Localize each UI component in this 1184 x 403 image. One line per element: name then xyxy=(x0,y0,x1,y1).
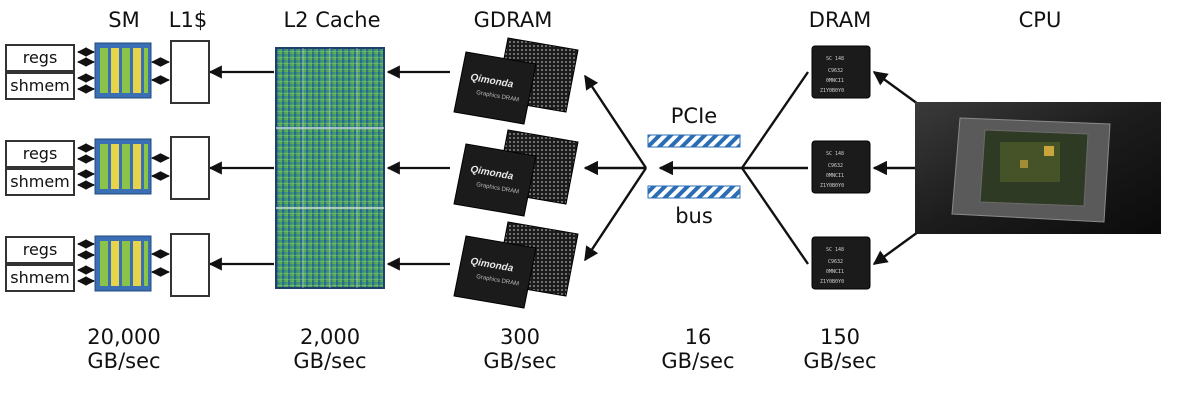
bus-label: bus xyxy=(675,204,713,228)
bandwidth-pcie-value: 16 xyxy=(684,325,712,349)
dram3-l3: Z1Y0B0Y0 xyxy=(820,279,844,285)
bandwidth-dram-value: 150 xyxy=(819,325,861,349)
bandwidth-l2: 2,000 GB/sec xyxy=(260,325,400,373)
pcie-bus-bottom-bar xyxy=(647,185,741,199)
dram3-l1: C9632 xyxy=(828,259,843,265)
gdram-chip-2 xyxy=(453,129,579,217)
dram1-l3: Z1Y0B0Y0 xyxy=(820,88,844,94)
header-l2-cache: L2 Cache xyxy=(283,8,381,32)
cpu-dram-arrows xyxy=(872,71,919,265)
bandwidth-l2-value: 2,000 xyxy=(299,325,361,349)
sm-chip-3 xyxy=(94,235,152,292)
header-dram: DRAM xyxy=(808,8,872,32)
cpu-image xyxy=(915,102,1161,234)
dram1-l2: 0MNCI1 xyxy=(826,78,844,84)
bandwidth-sm-value: 20,000 xyxy=(87,325,161,349)
dram2-l2: 0MNCI1 xyxy=(826,173,844,179)
l2-cache-die xyxy=(275,47,385,289)
bandwidth-dram-unit: GB/sec xyxy=(803,349,877,373)
bandwidth-pcie-unit: GB/sec xyxy=(661,349,735,373)
header-gdram: GDRAM xyxy=(473,8,553,32)
header-l1: L1$ xyxy=(168,8,208,32)
dram2-l1: C9632 xyxy=(828,163,843,169)
bandwidth-gdram-unit: GB/sec xyxy=(483,349,557,373)
dram-chip-1 xyxy=(811,45,871,99)
dram-chip-2 xyxy=(811,140,871,194)
gdram-chip-3 xyxy=(453,221,579,309)
gdram-chip-1 xyxy=(453,37,579,125)
dram3-l0: SC 148 xyxy=(826,247,844,253)
sm-chip-2 xyxy=(94,138,152,195)
l1-cache-box-2 xyxy=(170,136,210,200)
bandwidth-gdram: 300 GB/sec xyxy=(450,325,590,373)
regs-label-2: regs xyxy=(5,140,75,168)
l1-cache-box-3 xyxy=(170,233,210,297)
sm-register-arrows xyxy=(77,47,170,286)
bandwidth-sm: 20,000 GB/sec xyxy=(54,325,194,373)
bandwidth-gdram-value: 300 xyxy=(499,325,541,349)
sm-chip-1 xyxy=(94,42,152,99)
bandwidth-l2-unit: GB/sec xyxy=(293,349,367,373)
pcie-bus-top-bar xyxy=(647,134,741,148)
dram1-l0: SC 148 xyxy=(826,56,844,62)
dram3-l2: 0MNCI1 xyxy=(826,269,844,275)
bandwidth-sm-unit: GB/sec xyxy=(87,349,161,373)
shmem-label-2: shmem xyxy=(5,168,75,196)
pcie-label: PCIe xyxy=(670,104,718,128)
dram2-l3: Z1Y0B0Y0 xyxy=(820,183,844,189)
header-sm: SM xyxy=(108,8,140,32)
dram1-l1: C9632 xyxy=(828,68,843,74)
shmem-label-3: shmem xyxy=(5,264,75,292)
pcie-fan-arrows xyxy=(583,71,809,265)
header-cpu: CPU xyxy=(1018,8,1062,32)
dram-chip-3 xyxy=(811,236,871,290)
regs-label-3: regs xyxy=(5,236,75,264)
shmem-label-1: shmem xyxy=(5,72,75,100)
cache-arrows xyxy=(208,65,450,271)
l1-cache-box-1 xyxy=(170,40,210,104)
bandwidth-dram: 150 GB/sec xyxy=(770,325,910,373)
bandwidth-pcie: 16 GB/sec xyxy=(628,325,768,373)
dram2-l0: SC 148 xyxy=(826,151,844,157)
regs-label-1: regs xyxy=(5,44,75,72)
